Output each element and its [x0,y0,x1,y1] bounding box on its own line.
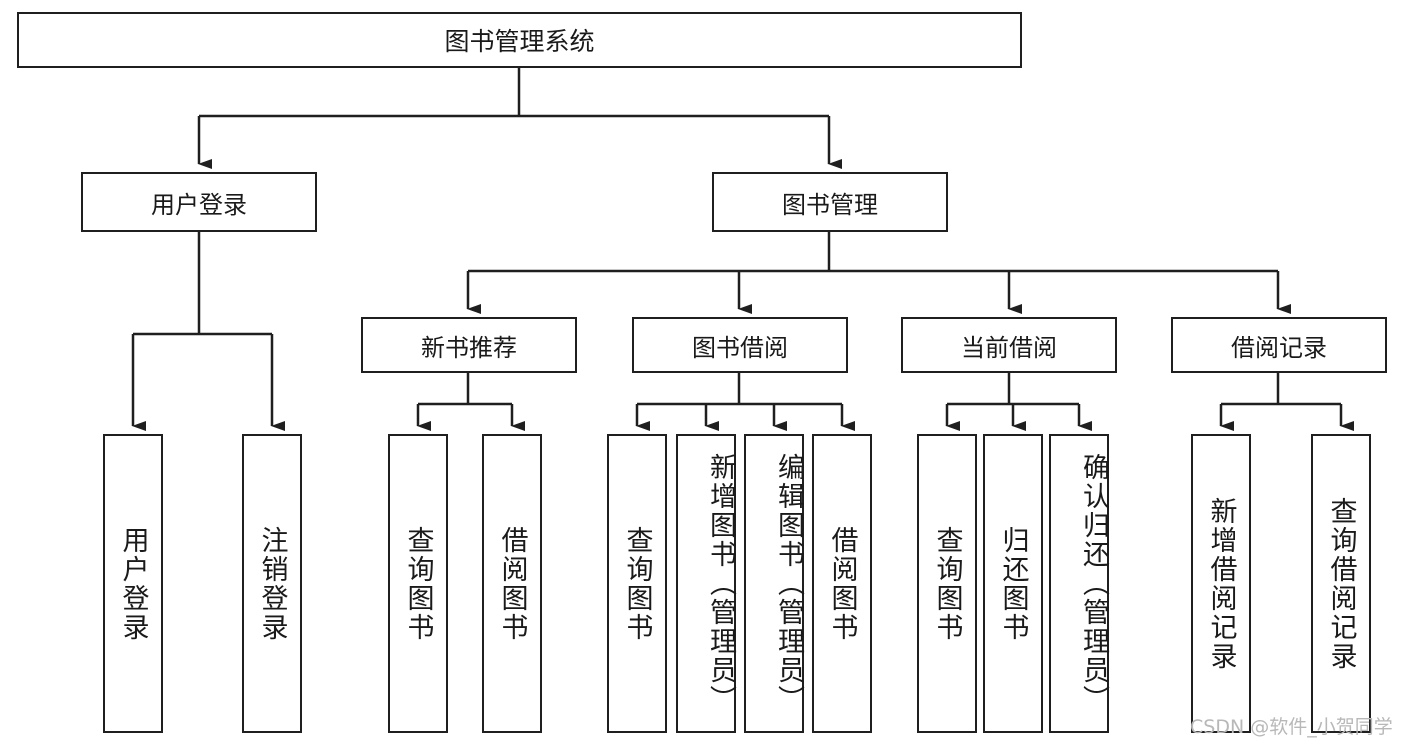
node-book-borrow-label: 图书借阅 [692,333,788,362]
node-user-login-label: 用户登录 [151,190,247,219]
node-leaf-add-record-label: 新增借阅记录 [1205,496,1237,671]
node-leaf-return-book-label: 归还图书 [997,525,1029,642]
node-leaf-query-book-3-label: 查询图书 [931,525,963,642]
node-leaf-user-logout[interactable]: 注销登录 [242,434,302,733]
node-leaf-borrow-book-1-label: 借阅图书 [496,525,528,642]
node-leaf-borrow-book-2-label: 借阅图书 [826,525,858,642]
node-current-borrow[interactable]: 当前借阅 [901,317,1117,373]
node-leaf-return-book[interactable]: 归还图书 [983,434,1043,733]
node-leaf-confirm-return-label: 确认归还（管理员） [1078,453,1109,714]
node-leaf-user-login-label: 用户登录 [117,525,149,642]
node-current-borrow-label: 当前借阅 [961,333,1057,362]
node-leaf-borrow-book-2[interactable]: 借阅图书 [812,434,872,733]
node-leaf-add-book-label: 新增图书（管理员） [705,453,736,714]
node-new-book-recommend[interactable]: 新书推荐 [361,317,577,373]
node-leaf-user-login[interactable]: 用户登录 [103,434,163,733]
node-leaf-query-record-label: 查询借阅记录 [1325,496,1357,671]
node-leaf-query-book-2-label: 查询图书 [621,525,653,642]
node-leaf-user-logout-label: 注销登录 [256,525,288,642]
node-book-manage[interactable]: 图书管理 [712,172,948,232]
node-borrow-record-label: 借阅记录 [1231,333,1327,362]
node-new-book-recommend-label: 新书推荐 [421,333,517,362]
node-book-borrow[interactable]: 图书借阅 [632,317,848,373]
node-book-manage-label: 图书管理 [782,190,878,219]
node-leaf-query-book-2[interactable]: 查询图书 [607,434,667,733]
csdn-watermark: CSDN @软件_小贺同学 [1190,716,1393,738]
node-leaf-query-book-1[interactable]: 查询图书 [388,434,448,733]
node-leaf-borrow-book-1[interactable]: 借阅图书 [482,434,542,733]
node-borrow-record[interactable]: 借阅记录 [1171,317,1387,373]
node-leaf-confirm-return[interactable]: 确认归还（管理员） [1049,434,1109,733]
node-root[interactable]: 图书管理系统 [17,12,1022,68]
node-leaf-edit-book-label: 编辑图书（管理员） [773,453,804,714]
node-root-label: 图书管理系统 [444,27,595,56]
node-leaf-query-book-1-label: 查询图书 [402,525,434,642]
node-leaf-add-book[interactable]: 新增图书（管理员） [676,434,736,733]
node-leaf-query-book-3[interactable]: 查询图书 [917,434,977,733]
node-leaf-add-record[interactable]: 新增借阅记录 [1191,434,1251,733]
node-user-login[interactable]: 用户登录 [81,172,317,232]
node-leaf-query-record[interactable]: 查询借阅记录 [1311,434,1371,733]
node-leaf-edit-book[interactable]: 编辑图书（管理员） [744,434,804,733]
